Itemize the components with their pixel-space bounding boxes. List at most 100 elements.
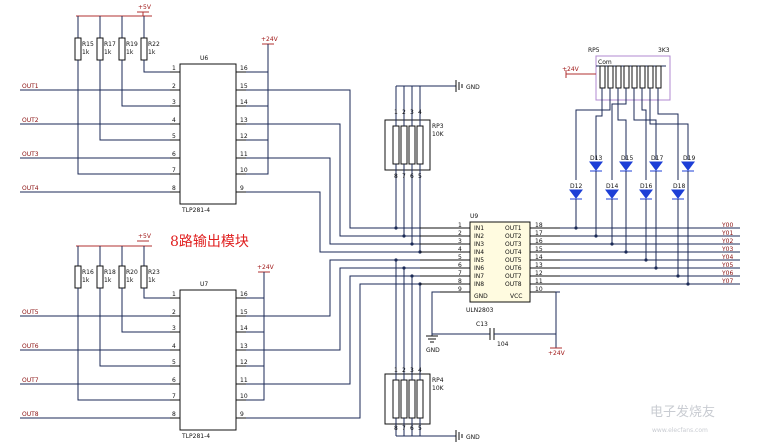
uln-pin-num: 12	[535, 270, 543, 277]
uln-pin-num: 17	[535, 230, 543, 237]
rp-pin: 5	[418, 173, 422, 180]
rp5-value: 3K3	[658, 47, 670, 54]
uln-pin-name: IN2	[474, 233, 484, 240]
uln-pin-name: IN5	[474, 257, 484, 264]
led-label: D18	[673, 183, 685, 190]
schematic-wiring	[20, 11, 740, 442]
opto-pin: 14	[240, 325, 248, 332]
rp-pin: 2	[402, 109, 406, 116]
gnd-label-rp3: GND	[466, 84, 480, 91]
uln-pin-name: OUT7	[505, 273, 522, 280]
opto-pin: 16	[240, 291, 248, 298]
input-net-label: OUT8	[22, 411, 39, 418]
uln-pin-name: OUT3	[505, 241, 522, 248]
vcc24-label-uln: +24V	[548, 350, 566, 357]
uln-pin-num: 16	[535, 238, 543, 245]
rp-pin: 3	[410, 367, 414, 374]
uln-pin-name: OUT5	[505, 257, 522, 264]
uln-pin-name: OUT1	[505, 225, 522, 232]
uln-pin-name: GND	[474, 293, 488, 300]
opto-pin: 7	[172, 393, 176, 400]
resistor-value: 1k	[82, 277, 90, 284]
opto-pin: 5	[172, 133, 176, 140]
opto-pin: 15	[240, 83, 248, 90]
opto-pin: 10	[240, 393, 248, 400]
opto-ref: U6	[200, 55, 208, 62]
uln-pin-name: OUT8	[505, 281, 522, 288]
rp3-ref: RP3	[432, 123, 444, 130]
uln-pin-num: 8	[458, 278, 462, 285]
uln-pin-num: 10	[535, 286, 543, 293]
resistor-value: 1k	[148, 277, 156, 284]
vcc24-label-rp5: +24V	[562, 66, 580, 73]
opto-part: TLP281-4	[181, 433, 210, 440]
uln-pin-num: 2	[458, 230, 462, 237]
led-label: D16	[640, 183, 652, 190]
uln-pin-name: OUT2	[505, 233, 522, 240]
opto-pin: 3	[172, 325, 176, 332]
rp5-common: Com	[598, 59, 612, 66]
opto-pin: 14	[240, 99, 248, 106]
rp5-ref: RP5	[588, 47, 600, 54]
rp4-ref: RP4	[432, 377, 444, 384]
watermark-logo-text: 电子发烧友	[650, 404, 715, 420]
resistor-value: 1k	[126, 49, 134, 56]
uln-pin-num: 3	[458, 238, 462, 245]
input-net-label: OUT2	[22, 117, 39, 124]
uln-pin-name: OUT6	[505, 265, 522, 272]
rp4-value: 10K	[432, 385, 445, 392]
input-net-label: OUT7	[22, 377, 39, 384]
uln-pin-name: IN7	[474, 273, 484, 280]
uln-pin-num: 7	[458, 270, 462, 277]
vcc5-label-bottom: +5V	[138, 233, 152, 240]
output-net-label: Y02	[721, 238, 733, 245]
opto-ref: U7	[200, 281, 208, 288]
rp-pin: 5	[418, 425, 422, 432]
opto-pin: 13	[240, 343, 248, 350]
rp3-value: 10K	[432, 131, 445, 138]
uln-pin-num: 14	[535, 254, 543, 261]
vcc5-label-top: +5V	[138, 4, 152, 11]
rp-pin: 7	[402, 173, 406, 180]
output-net-label: Y06	[721, 270, 733, 277]
opto-pin: 7	[172, 167, 176, 174]
uln-pin-name: IN6	[474, 265, 484, 272]
uln-pin-num: 4	[458, 246, 462, 253]
uln-pin-num: 1	[458, 222, 462, 229]
led-label: D17	[651, 155, 663, 162]
output-net-label: Y01	[721, 230, 733, 237]
resistor-value: 1k	[126, 277, 134, 284]
opto-pin: 8	[172, 411, 176, 418]
opto-pin: 12	[240, 133, 248, 140]
opto-pin: 11	[240, 151, 248, 158]
led-label: D15	[621, 155, 633, 162]
opto-pin: 2	[172, 309, 176, 316]
led-label: D13	[590, 155, 602, 162]
resistor-ref: R16	[82, 269, 94, 276]
opto-pin: 6	[172, 377, 176, 384]
output-net-label: Y04	[721, 254, 733, 261]
opto-pin: 5	[172, 359, 176, 366]
opto-pin: 3	[172, 99, 176, 106]
opto-pin: 12	[240, 359, 248, 366]
opto-pin: 8	[172, 185, 176, 192]
led-label: D14	[606, 183, 618, 190]
capacitor-value: 104	[497, 341, 509, 348]
uln-pin-num: 5	[458, 254, 462, 261]
input-net-label: OUT6	[22, 343, 39, 350]
resistor-ref: R23	[148, 269, 160, 276]
input-net-label: OUT5	[22, 309, 39, 316]
opto-pin: 13	[240, 117, 248, 124]
uln-pin-name: IN3	[474, 241, 484, 248]
resistor-ref: R17	[104, 41, 116, 48]
rp-pin: 1	[394, 367, 398, 374]
rp-pin: 1	[394, 109, 398, 116]
output-net-label: Y03	[721, 246, 733, 253]
rp-pin: 6	[410, 173, 414, 180]
led-label: D12	[570, 183, 582, 190]
opto-pin: 1	[172, 65, 176, 72]
opto-pin: 11	[240, 377, 248, 384]
rp-pin: 8	[394, 173, 398, 180]
led-label: D19	[683, 155, 695, 162]
